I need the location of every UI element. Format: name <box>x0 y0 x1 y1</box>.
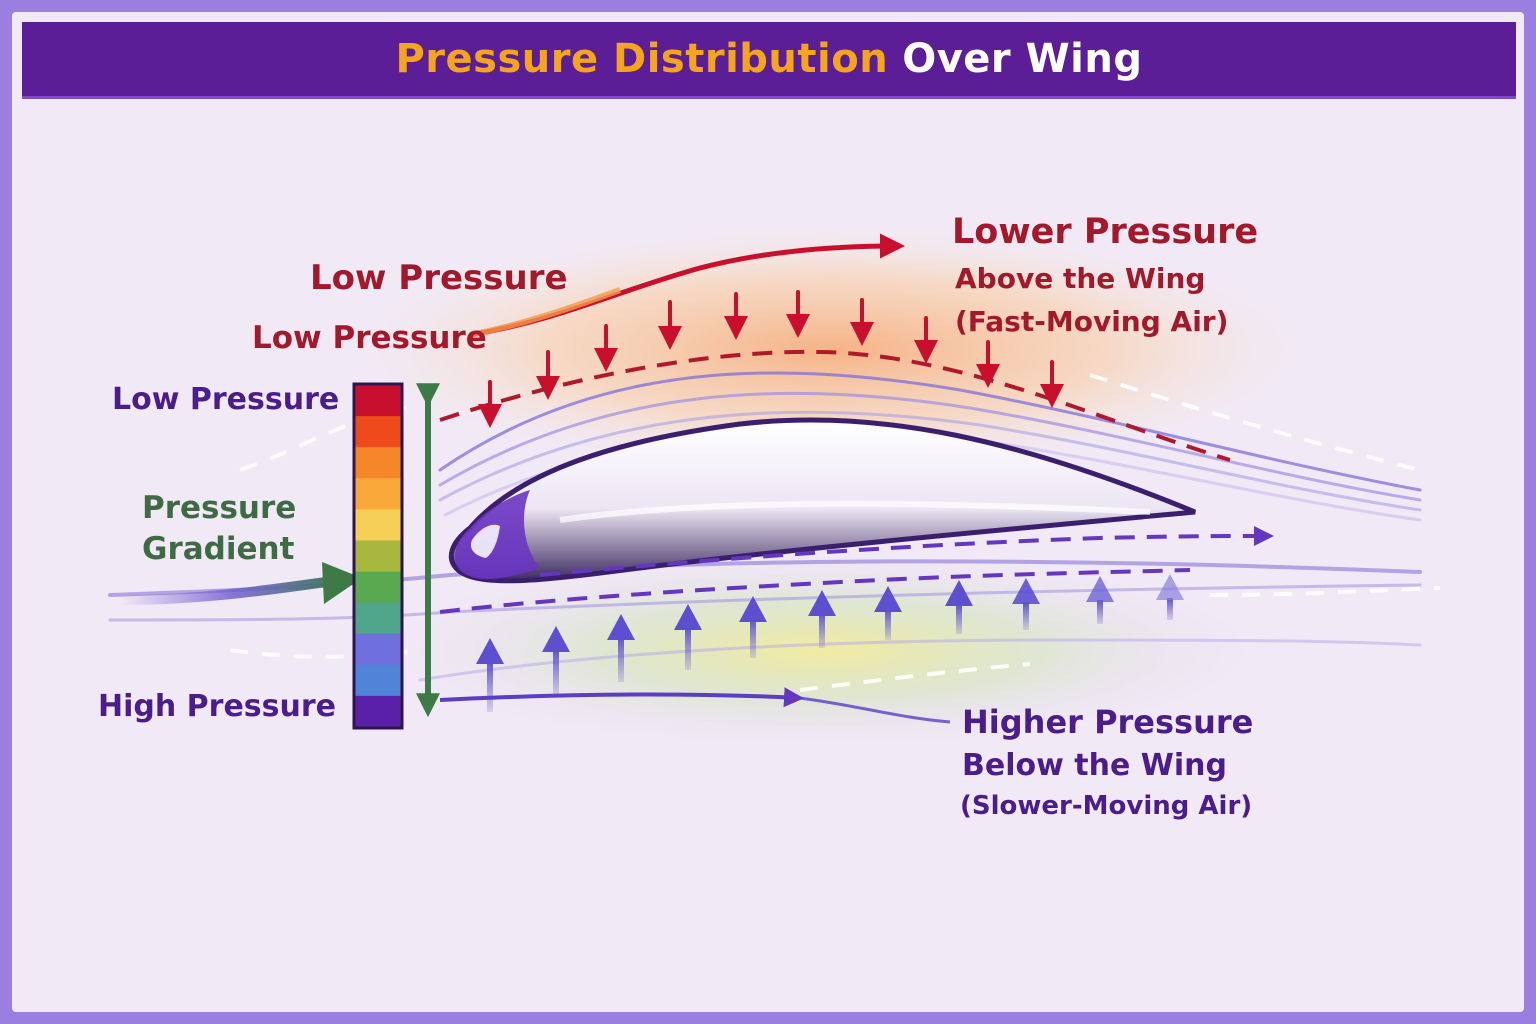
scale-segment <box>355 478 401 510</box>
lower-pressure-line3: (Fast-Moving Air) <box>955 305 1229 338</box>
scale-high-label: High Pressure <box>98 689 337 724</box>
title-bar: Pressure Distribution Over Wing <box>22 22 1516 99</box>
low-pressure-label-top: Low Pressure <box>310 258 568 298</box>
pressure-gradient-label-line2: Gradient <box>142 531 295 567</box>
scale-segment <box>355 633 401 666</box>
title-part-2: Over Wing <box>902 36 1143 82</box>
upper-dashed-streamline <box>439 349 1231 462</box>
pressure-scale <box>352 382 404 730</box>
higher-pressure-title: Higher Pressure <box>962 703 1254 741</box>
upward-pressure-arrows <box>476 574 1184 712</box>
scale-segment <box>355 571 401 604</box>
scale-segment <box>355 664 401 697</box>
lower-pressure-line2: Above the Wing <box>955 262 1206 295</box>
higher-pressure-line2: Below the Wing <box>962 748 1227 783</box>
scale-segment <box>355 509 401 541</box>
downward-pressure-arrows <box>478 290 1064 428</box>
low-pressure-glow <box>360 230 1300 470</box>
scale-segment <box>355 695 401 728</box>
wake-dashed-arrow <box>539 526 1274 577</box>
inflow-arrow-head <box>322 562 362 604</box>
lower-dashed-streamline <box>439 568 1191 614</box>
lower-pressure-title: Lower Pressure <box>952 212 1259 252</box>
inflow-arrow <box>115 575 345 605</box>
low-pressure-label-mid: Low Pressure <box>252 320 487 356</box>
scale-segment <box>355 540 401 573</box>
upper-airflow-arrow-tail <box>469 287 622 338</box>
scale-segment <box>355 416 401 448</box>
airfoil <box>448 417 1196 584</box>
lower-airflow-tail <box>799 696 951 724</box>
pressure-gradient-label-line1: Pressure <box>142 490 297 526</box>
scale-segment <box>355 602 401 635</box>
title-part-1: Pressure Distribution <box>395 36 889 82</box>
lower-airflow-arrow <box>439 687 804 708</box>
higher-pressure-line3: (Slower-Moving Air) <box>960 791 1253 821</box>
scale-low-label: Low Pressure <box>112 382 340 417</box>
scale-segment <box>355 385 401 417</box>
scale-segment <box>355 447 401 479</box>
